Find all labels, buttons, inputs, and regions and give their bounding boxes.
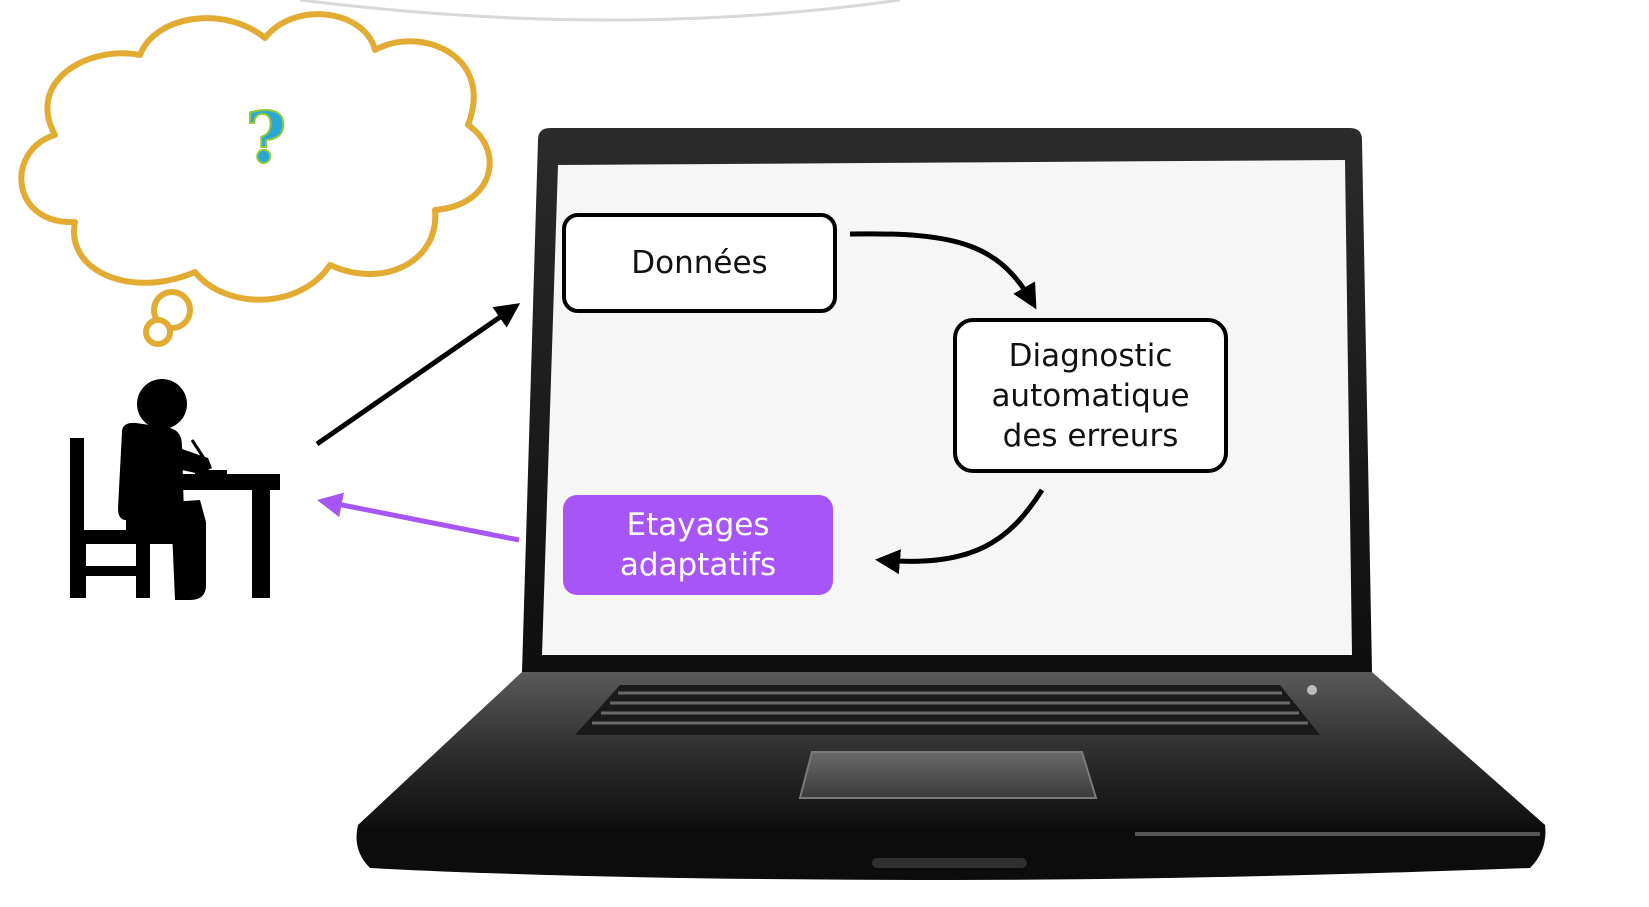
diagnostic-line-3: des erreurs [1002,417,1179,454]
student-at-desk-icon [70,379,280,600]
decorative-top-curve [299,0,901,22]
question-mark-icon: ? [244,96,287,179]
arrow-data-to-diagnostic [849,231,1037,310]
arrow-laptop-to-student [317,492,520,543]
arrow-diagnostic-to-scaffolding [875,488,1045,575]
data-box-label: Données [631,245,768,281]
diagnostic-line-1: Diagnostic [1008,337,1173,374]
arrow-student-to-laptop [315,303,521,447]
data-box: Données [562,213,837,313]
scaffolding-line-2: adaptatifs [619,547,777,583]
thought-cloud-icon [18,11,493,347]
scaffolding-box: Etayages adaptatifs [563,495,833,595]
diagnostic-line-2: automatique [991,377,1190,414]
diagnostic-box: Diagnostic automatique des erreurs [953,318,1228,473]
scaffolding-line-1: Etayages [626,507,770,543]
